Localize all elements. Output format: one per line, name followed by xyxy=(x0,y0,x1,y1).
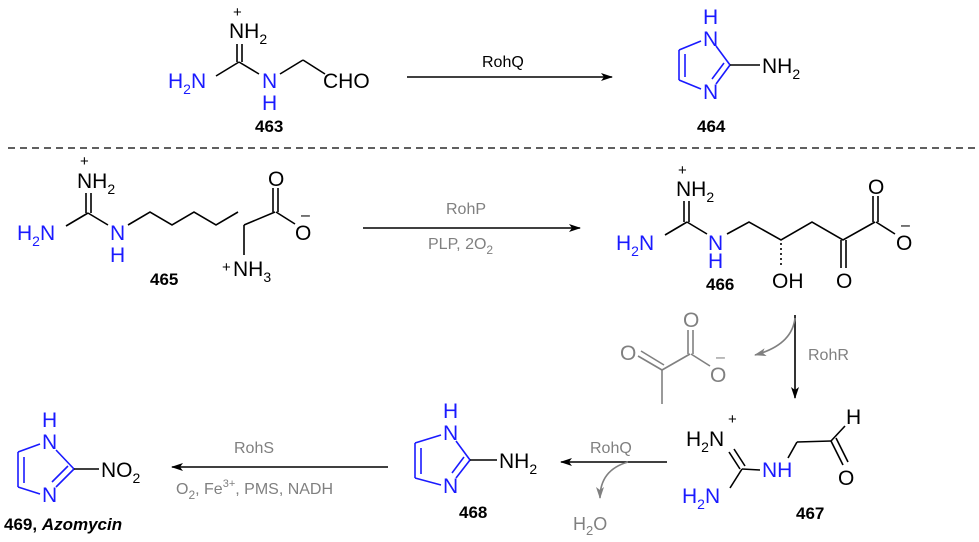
compound-463: + NH2 H2N N H CHO 463 xyxy=(168,4,370,136)
atom-n3: N xyxy=(42,484,57,507)
charge-minus: – xyxy=(716,349,725,366)
byproduct-pyruvate: O O O – xyxy=(620,309,726,404)
atom-nh: NH xyxy=(762,459,792,482)
atom-o-top: O xyxy=(868,176,884,199)
atom-n3: N xyxy=(443,475,458,498)
atom-n1: N xyxy=(703,28,718,51)
atom-o-minus: O xyxy=(896,232,912,255)
charge-plus: + xyxy=(233,4,242,21)
atom-nh-h: H xyxy=(708,250,723,273)
atom-cho: CHO xyxy=(323,70,370,93)
atom-o-minus: O xyxy=(710,364,726,387)
charge-minus: – xyxy=(301,207,310,224)
atom-nh2: NH2 xyxy=(762,55,800,82)
compound-label-464: 464 xyxy=(697,117,726,136)
atom-h2n: H2N xyxy=(682,485,720,512)
compound-label-469: 469, Azomycin xyxy=(4,515,122,534)
atom-o1: O xyxy=(620,342,636,365)
atom-nh-n: N xyxy=(262,70,277,93)
reaction-arrow-rohs: RohS O2, Fe3+, PMS, NADH xyxy=(171,440,388,502)
reaction-arrow-rohq-bottom: RohQ H2O xyxy=(560,440,667,538)
atom-nh-n: N xyxy=(110,222,125,245)
compound-label-467: 467 xyxy=(796,504,824,523)
atom-n1: N xyxy=(443,422,458,445)
atom-nh2-plus: NH2 xyxy=(229,20,267,47)
atom-no2: NO2 xyxy=(101,459,141,486)
compound-name-azomycin: Azomycin xyxy=(41,515,122,534)
compound-label-465: 465 xyxy=(150,270,178,289)
atom-o2: O xyxy=(683,309,699,332)
atom-h2n: H2N xyxy=(17,222,55,249)
compound-468: H N N NH2 468 xyxy=(414,400,537,522)
compound-label-463: 463 xyxy=(255,117,283,136)
reaction-arrow-rohp: RohP PLP, 2O2 xyxy=(363,201,581,257)
atom-nh-h: H xyxy=(262,92,277,115)
charge-plus: + xyxy=(678,162,687,179)
compound-464: H N N NH2 464 xyxy=(678,6,800,136)
atom-nh2: NH2 xyxy=(499,450,537,477)
atom-h2n: H2N xyxy=(168,70,206,97)
compound-469: H N N NO2 469, Azomycin xyxy=(4,409,141,534)
atom-h: H xyxy=(42,409,57,432)
atom-o-keto: O xyxy=(836,270,852,293)
charge-plus: + xyxy=(728,411,737,428)
compound-465: + NH2 H2N N H O O – + NH3 465 xyxy=(17,153,311,289)
atom-o-top: O xyxy=(268,168,284,191)
enzyme-label-rohr: RohR xyxy=(808,347,849,364)
atom-h: H xyxy=(703,6,718,29)
reaction-arrow-rohr: RohR xyxy=(754,315,849,399)
compound-467: + H2N NH H2N H O 467 xyxy=(682,406,861,523)
atom-nh-n: N xyxy=(708,232,723,255)
atom-nh-h: H xyxy=(110,244,125,267)
atom-n3: N xyxy=(703,81,718,104)
conditions-rohp: PLP, 2O2 xyxy=(428,236,493,257)
compound-label-466: 466 xyxy=(706,275,734,294)
byproduct-water: H2O xyxy=(573,514,607,538)
compound-466: + NH2 H2N N H OH O O O – 466 xyxy=(616,162,912,294)
enzyme-label-rohp: RohP xyxy=(446,201,486,218)
enzyme-label-rohq-bottom: RohQ xyxy=(590,440,632,457)
charge-plus-nh3: + xyxy=(222,259,231,276)
compound-label-468: 468 xyxy=(459,503,487,522)
atom-h2n-plus: H2N xyxy=(686,428,724,455)
atom-o-minus: O xyxy=(295,222,311,245)
conditions-rohs: O2, Fe3+, PMS, NADH xyxy=(176,478,333,502)
charge-minus: – xyxy=(901,217,910,234)
atom-nh2-plus: NH2 xyxy=(676,178,714,205)
atom-o: O xyxy=(838,467,854,490)
atom-h: H xyxy=(443,400,458,423)
atom-n1: N xyxy=(42,431,57,454)
atom-oh: OH xyxy=(772,270,804,293)
atom-h2n: H2N xyxy=(616,232,654,259)
reaction-arrow-rohq-top: RohQ xyxy=(407,54,613,81)
atom-nh2-plus: NH2 xyxy=(77,170,115,197)
enzyme-label-rohs: RohS xyxy=(234,440,274,457)
charge-plus: + xyxy=(80,153,89,170)
atom-nh3: NH3 xyxy=(233,258,271,285)
enzyme-label-rohq-top: RohQ xyxy=(482,54,524,71)
atom-h: H xyxy=(846,406,861,429)
